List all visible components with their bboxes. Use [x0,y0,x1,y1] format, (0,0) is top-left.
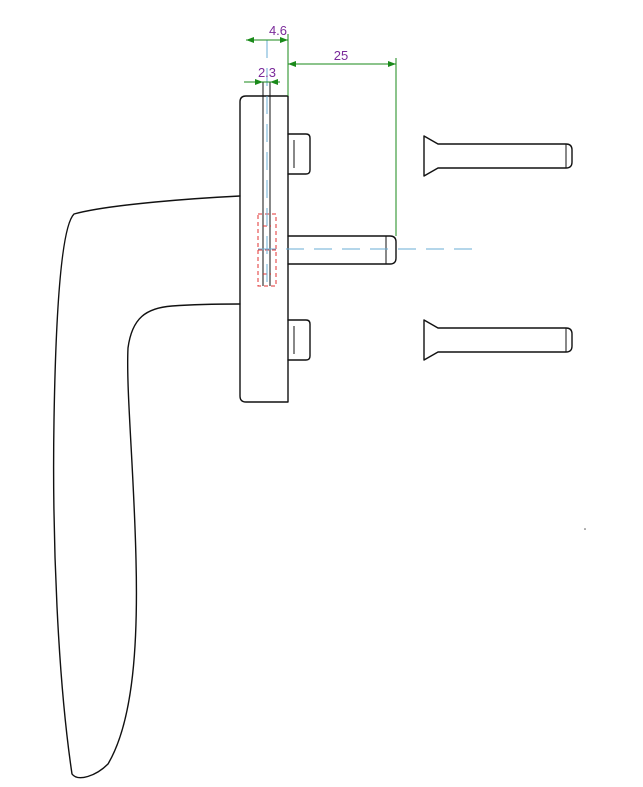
dim-a-arrow-right [280,37,288,43]
dim-c-arrow-right [388,61,396,67]
dim-c-text: 25 [334,48,348,63]
handle-lever [52,195,241,779]
rosette-plate [239,95,289,403]
upper-screw [423,135,573,177]
dim-a-arrow-left [246,37,254,43]
lower-screw [423,319,573,361]
lower-boss [287,319,311,361]
dim-b-arrow-left [255,79,263,85]
stray-dot [584,528,586,530]
dim-b-text: 2.3 [258,65,276,80]
dim-c-arrow-left [288,61,296,67]
dim-b-arrow-right [270,79,278,85]
spindle [287,235,397,265]
upper-boss [287,133,311,175]
dim-a-text: 4.6 [269,23,287,38]
